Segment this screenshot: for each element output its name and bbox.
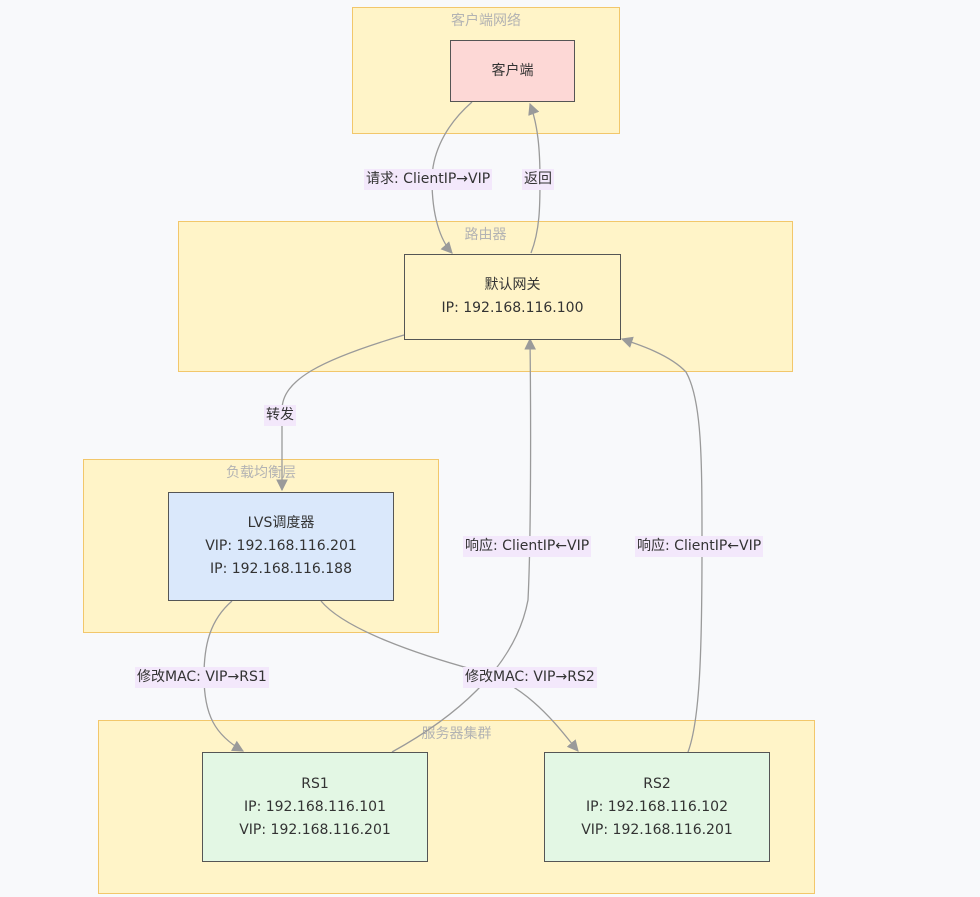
group-router: 路由器 (178, 221, 793, 372)
edge-label-mac-rs2: 修改MAC: VIP→RS2 (463, 667, 597, 688)
edge-label-resp-rs1: 响应: ClientIP←VIP (463, 536, 592, 557)
node-rs1-ip: IP: 192.168.116.101 (244, 798, 386, 815)
edge-label-resp-rs2: 响应: ClientIP←VIP (635, 536, 764, 557)
group-title: 负载均衡层 (226, 465, 296, 481)
node-lvs-vip: VIP: 192.168.116.201 (205, 538, 357, 554)
edge-label-mac-rs1: 修改MAC: VIP→RS1 (135, 667, 269, 688)
node-lvs-title: LVS调度器 (247, 515, 315, 531)
node-rs1-vip: VIP: 192.168.116.201 (239, 821, 391, 838)
group-client-network: 客户端网络 (352, 7, 620, 134)
node-lvs-ip: IP: 192.168.116.188 (210, 561, 352, 577)
node-rs2[interactable]: RS2 IP: 192.168.116.102 VIP: 192.168.116… (544, 752, 770, 862)
edge-forward (276, 334, 405, 492)
group-title: 路由器 (464, 227, 507, 243)
node-lvs-scheduler[interactable]: LVS调度器 VIP: 192.168.116.201 IP: 192.168.… (168, 492, 394, 601)
edge-label-forward: 转发 (264, 405, 296, 426)
edge-resp-rs2 (620, 336, 703, 753)
node-rs2-title: RS2 (643, 775, 671, 792)
group-title: 服务器集群 (421, 726, 492, 742)
edge-resp-rs1 (391, 337, 536, 753)
node-rs2-ip: IP: 192.168.116.102 (586, 798, 728, 815)
node-rs1-title: RS1 (301, 775, 329, 792)
node-client-title: 客户端 (491, 62, 534, 79)
node-gateway-title: 默认网关 (484, 277, 541, 293)
group-title: 客户端网络 (451, 13, 521, 29)
node-rs1[interactable]: RS1 IP: 192.168.116.101 VIP: 192.168.116… (202, 752, 428, 862)
node-default-gateway[interactable]: 默认网关 IP: 192.168.116.100 (404, 254, 621, 340)
edge-label-request: 请求: ClientIP→VIP (364, 169, 493, 190)
node-rs2-vip: VIP: 192.168.116.201 (581, 821, 733, 838)
node-gateway-ip: IP: 192.168.116.100 (441, 300, 584, 316)
node-client[interactable]: 客户端 (450, 40, 575, 102)
edge-label-return: 返回 (522, 169, 554, 190)
